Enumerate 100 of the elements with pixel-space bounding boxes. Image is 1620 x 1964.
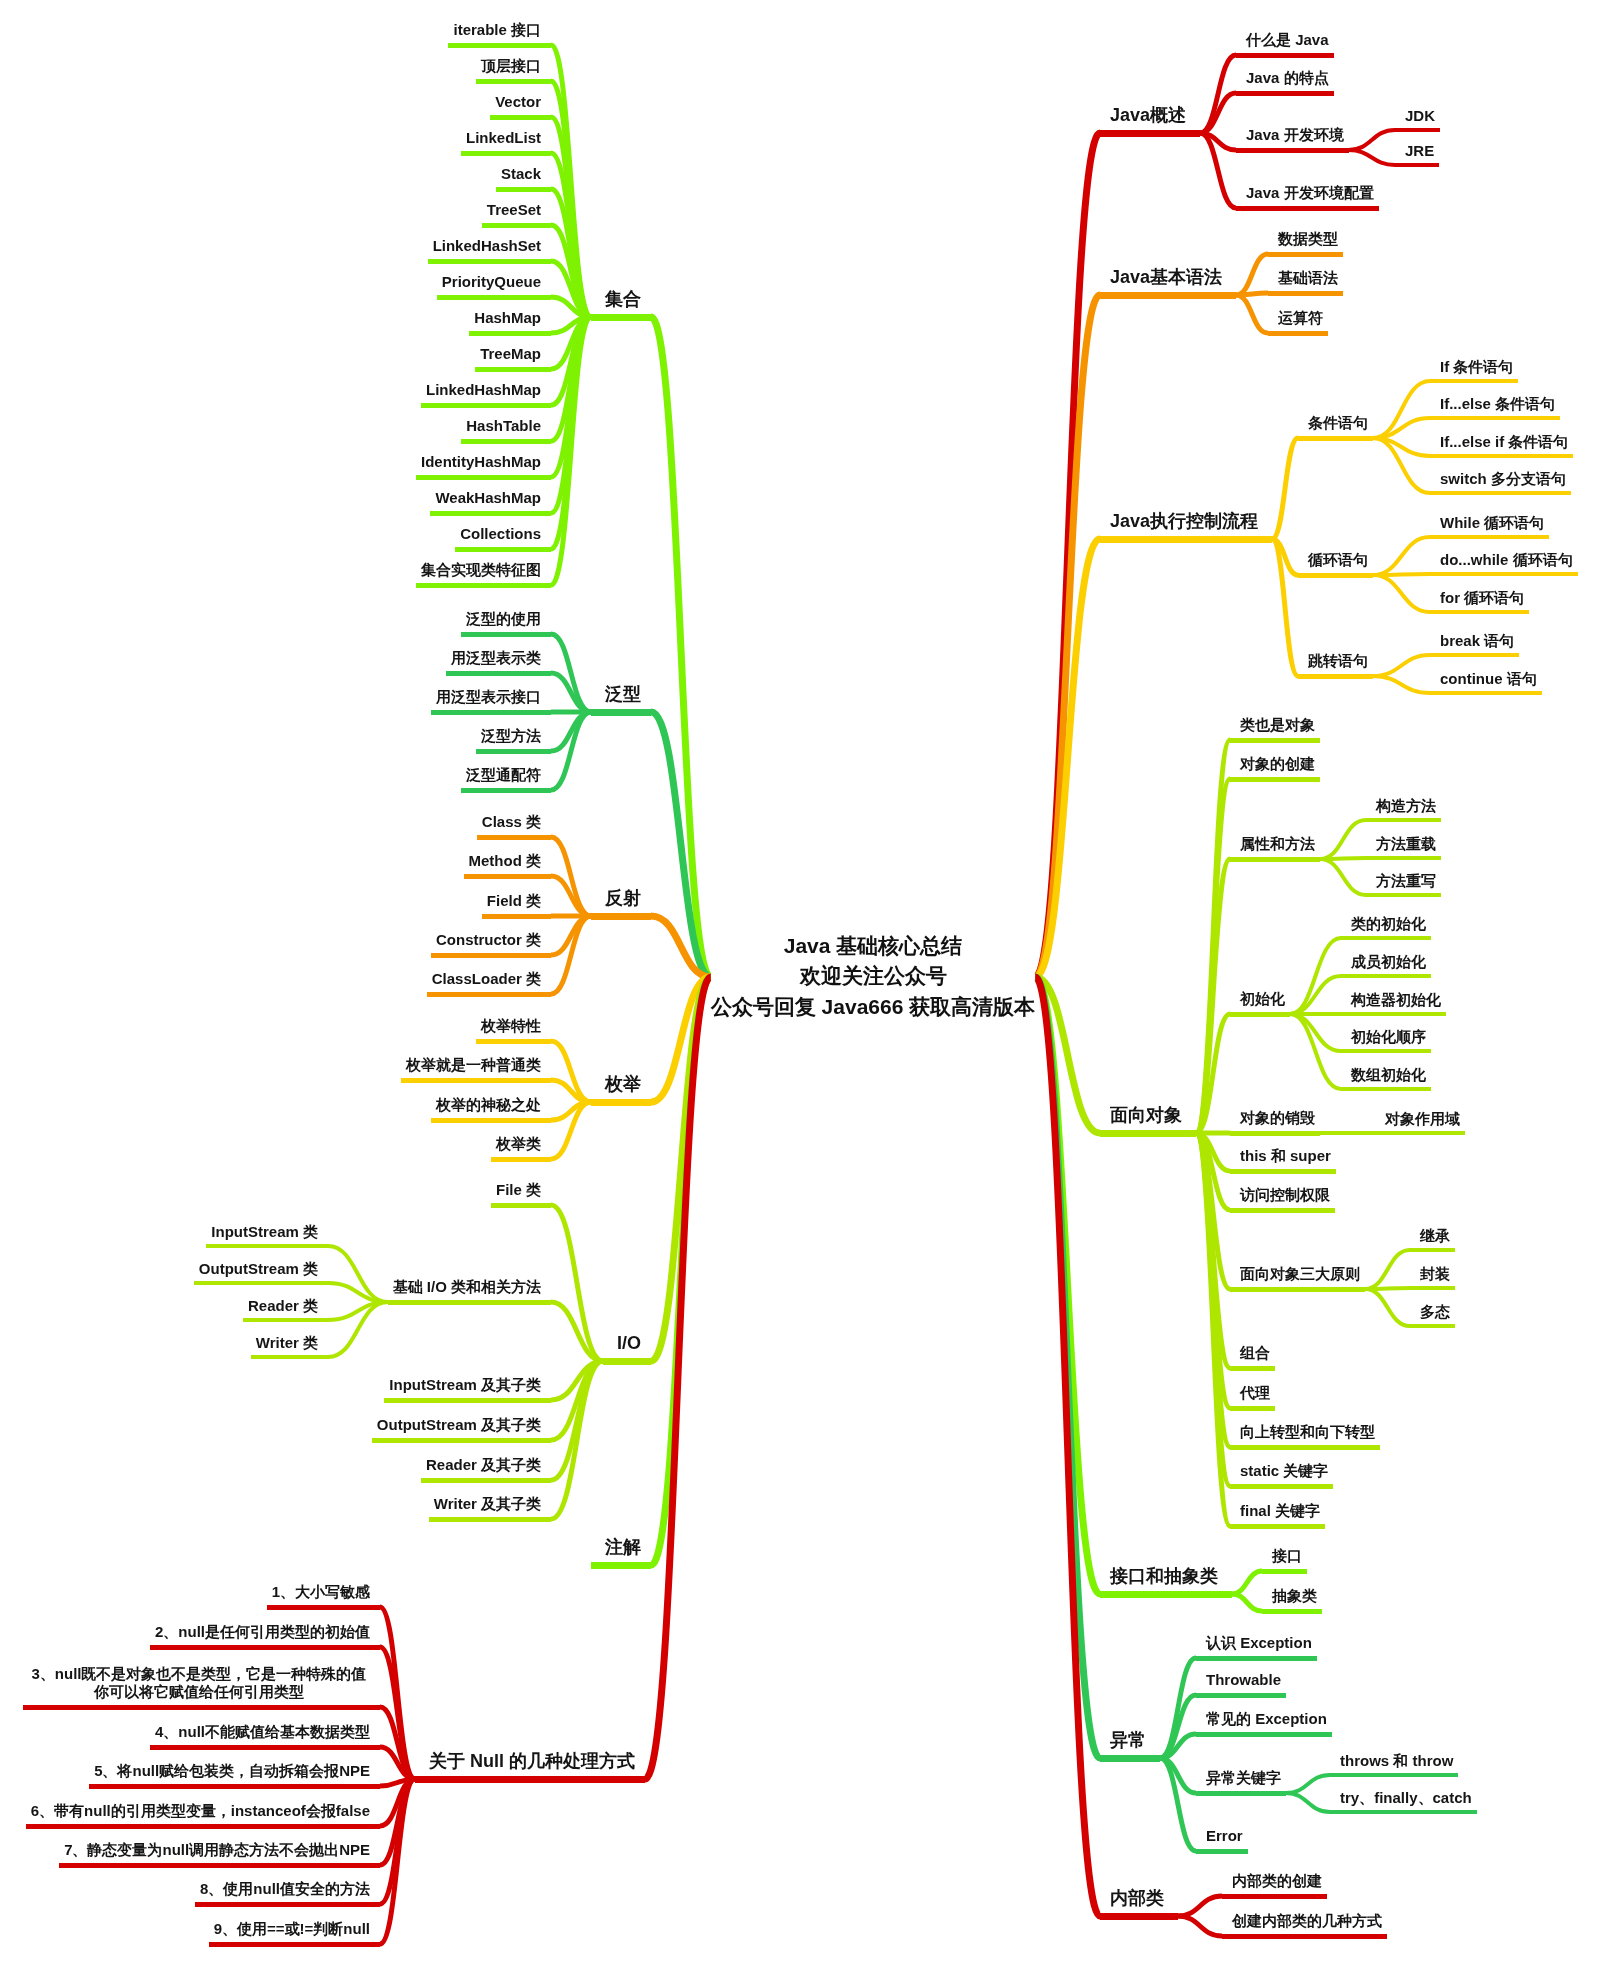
subtopic: WeakHashMap — [430, 489, 551, 516]
subtopic: 泛型方法 — [476, 727, 551, 754]
subtopic: 顶层接口 — [476, 57, 551, 84]
main-topic: 反射 — [591, 887, 651, 920]
branch-line — [1271, 536, 1299, 578]
subtopic: 枚举特性 — [476, 1017, 551, 1044]
main-topic: 集合 — [591, 288, 651, 321]
subtopic: Reader 类 — [242, 1296, 328, 1322]
subtopic: 3、null既不是对象也不是类型，它是一种特殊的值你可以将它赋值给任何引用类型 — [23, 1664, 380, 1710]
subtopic: Field 类 — [481, 892, 551, 919]
subtopic: IdentityHashMap — [416, 453, 551, 480]
branch-line — [1320, 1131, 1375, 1135]
branch-line — [1235, 292, 1269, 336]
subtopic: 7、静态变量为null调用静态方法不会抛出NPE — [59, 1841, 380, 1868]
subtopic: 构造方法 — [1366, 796, 1441, 822]
subtopic: static 关键字 — [1230, 1462, 1334, 1489]
subtopic: 异常关键字 — [1196, 1769, 1286, 1796]
main-topic: 内部类 — [1100, 1887, 1178, 1920]
subtopic: Collections — [455, 525, 551, 552]
main-topic: 关于 Null 的几种处理方式 — [415, 1750, 645, 1783]
subtopic: Stack — [495, 165, 551, 192]
subtopic: iterable 接口 — [448, 21, 551, 48]
branch-line — [327, 1300, 388, 1359]
subtopic: 认识 Exception — [1196, 1634, 1317, 1661]
subtopic: 封装 — [1410, 1264, 1455, 1290]
subtopic: Writer 类 — [250, 1333, 328, 1359]
subtopic: break 语句 — [1430, 631, 1520, 657]
subtopic: Constructor 类 — [431, 931, 551, 958]
subtopic: 方法重写 — [1366, 871, 1441, 897]
subtopic: 类的初始化 — [1341, 914, 1431, 940]
central-text: 欢迎关注公众号 — [799, 963, 947, 990]
branch-line — [1177, 1913, 1223, 1939]
main-topic: 接口和抽象类 — [1100, 1565, 1232, 1598]
branch-line — [1372, 573, 1431, 614]
main-topic: Java概述 — [1100, 104, 1201, 137]
subtopic: 5、将null赋给包装类，自动拆箱会报NPE — [89, 1762, 380, 1789]
subtopic: 向上转型和向下转型 — [1230, 1423, 1380, 1450]
main-topic: 异常 — [1100, 1729, 1160, 1762]
subtopic: 接口 — [1262, 1547, 1307, 1574]
subtopic: 运算符 — [1268, 309, 1328, 336]
subtopic: TreeMap — [475, 345, 551, 372]
subtopic: 组合 — [1230, 1344, 1275, 1371]
subtopic: throws 和 throw — [1330, 1751, 1459, 1777]
main-topic: 泛型 — [591, 683, 651, 716]
subtopic: InputStream 类 — [206, 1222, 328, 1248]
subtopic: 初始化 — [1230, 990, 1290, 1017]
subtopic: JRE — [1395, 141, 1440, 167]
subtopic: 多态 — [1410, 1302, 1455, 1328]
subtopic: InputStream 及其子类 — [384, 1376, 551, 1403]
subtopic: do...while 循环语句 — [1430, 550, 1578, 576]
subtopic: 创建内部类的几种方式 — [1222, 1912, 1387, 1939]
subtopic: for 循环语句 — [1430, 588, 1530, 614]
subtopic: Class 类 — [476, 813, 551, 840]
subtopic: 枚举就是一种普通类 — [401, 1056, 551, 1083]
subtopic: 初始化顺序 — [1341, 1027, 1431, 1053]
subtopic: 构造器初始化 — [1341, 990, 1446, 1016]
main-topic: Java执行控制流程 — [1100, 510, 1273, 543]
subtopic: PriorityQueue — [436, 273, 551, 300]
branch-line — [1177, 1893, 1223, 1919]
subtopic: 1、大小写敏感 — [266, 1583, 380, 1610]
subtopic: If 条件语句 — [1430, 357, 1519, 383]
subtopic: 数组初始化 — [1341, 1065, 1431, 1091]
branch-line — [1231, 1591, 1263, 1614]
branch-line — [1372, 436, 1431, 495]
branch-line — [1231, 1568, 1263, 1597]
subtopic: 类也是对象 — [1230, 716, 1320, 743]
subtopic: LinkedList — [461, 129, 551, 156]
subtopic: File 类 — [491, 1181, 551, 1208]
subtopic: 抽象类 — [1262, 1587, 1322, 1614]
subtopic: Java 的特点 — [1236, 69, 1334, 96]
subtopic: final 关键字 — [1230, 1502, 1325, 1529]
branch-line — [650, 912, 712, 981]
main-topic: 枚举 — [591, 1073, 651, 1106]
branch-line — [1270, 537, 1300, 678]
subtopic: Writer 及其子类 — [428, 1495, 551, 1522]
subtopic: Method 类 — [463, 852, 551, 879]
subtopic: HashMap — [469, 309, 551, 336]
branch-line — [1285, 1791, 1331, 1814]
subtopic: 方法重载 — [1366, 834, 1441, 860]
subtopic: HashTable — [461, 417, 551, 444]
subtopic: Throwable — [1196, 1671, 1286, 1698]
subtopic: continue 语句 — [1430, 669, 1542, 695]
subtopic: 4、null不能赋值给基本数据类型 — [150, 1723, 380, 1750]
subtopic: Vector — [490, 93, 551, 120]
subtopic: 2、null是任何引用类型的初始值 — [150, 1623, 380, 1650]
subtopic: 基础 I/O 类和相关方法 — [387, 1278, 551, 1305]
subtopic: 泛型的使用 — [461, 610, 551, 637]
subtopic: 内部类的创建 — [1222, 1872, 1327, 1899]
subtopic: 泛型通配符 — [461, 766, 551, 793]
main-topic: Java基本语法 — [1100, 266, 1237, 299]
subtopic: 对象作用域 — [1375, 1109, 1465, 1135]
subtopic: 成员初始化 — [1341, 952, 1431, 978]
main-topic: I/O — [603, 1332, 651, 1365]
branch-line — [1199, 130, 1237, 211]
branch-line — [550, 1077, 592, 1105]
subtopic: 6、带有null的引用类型变量，instanceof会报false — [25, 1802, 380, 1829]
subtopic: 8、使用null值安全的方法 — [195, 1880, 380, 1907]
subtopic: 数据类型 — [1268, 230, 1343, 257]
subtopic: If...else 条件语句 — [1430, 394, 1561, 420]
subtopic: 用泛型表示类 — [446, 649, 551, 676]
